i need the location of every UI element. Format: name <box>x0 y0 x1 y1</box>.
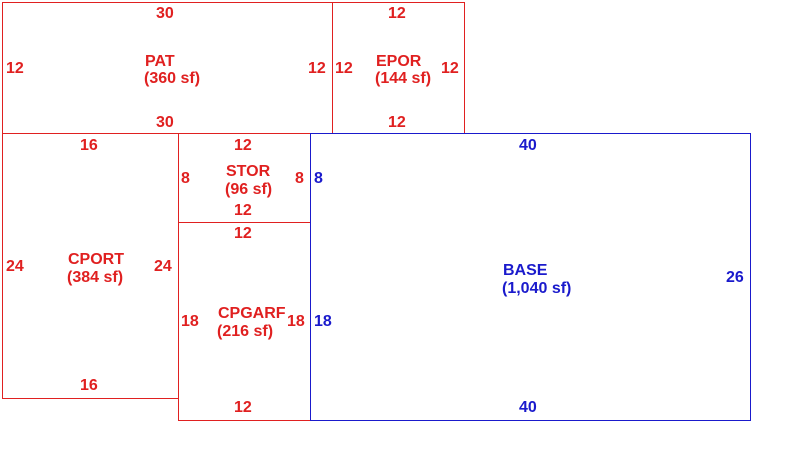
cpgarf-room-area: (216 sf) <box>217 323 274 340</box>
stor-top-dimension: 12 <box>234 137 252 154</box>
epor-room-area: (144 sf) <box>375 70 432 87</box>
base-left-lower-dimension: 18 <box>314 313 332 330</box>
epor-right-dimension: 12 <box>441 60 459 77</box>
cport-room-name: CPORT <box>68 251 124 268</box>
base-right-dimension: 26 <box>726 269 744 286</box>
epor-left-dimension: 12 <box>335 60 353 77</box>
cpgarf-left-dimension: 18 <box>181 313 199 330</box>
pat-left-dimension: 12 <box>6 60 24 77</box>
stor-room-area: (96 sf) <box>225 181 273 198</box>
base-top-dimension: 40 <box>519 137 537 154</box>
base-room-area: (1,040 sf) <box>502 280 572 297</box>
epor-bottom-dimension: 12 <box>388 114 406 131</box>
cpgarf-bottom-dimension: 12 <box>234 399 252 416</box>
pat-room-area: (360 sf) <box>144 70 201 87</box>
stor-left-dimension: 8 <box>181 170 190 187</box>
base-bottom-dimension: 40 <box>519 399 537 416</box>
pat-right-dimension: 12 <box>308 60 326 77</box>
base-room-outline <box>310 133 751 421</box>
cport-right-dimension: 24 <box>154 258 172 275</box>
base-room-name: BASE <box>503 262 548 279</box>
cpgarf-right-dimension: 18 <box>287 313 305 330</box>
epor-top-dimension: 12 <box>388 5 406 22</box>
cpgarf-room-name: CPGARF <box>218 305 286 322</box>
pat-top-dimension: 30 <box>156 5 174 22</box>
stor-right-dimension: 8 <box>295 170 304 187</box>
stor-bottom-dimension: 12 <box>234 202 252 219</box>
cpgarf-top-dimension: 12 <box>234 225 252 242</box>
pat-bottom-dimension: 30 <box>156 114 174 131</box>
cport-left-dimension: 24 <box>6 258 24 275</box>
cport-top-dimension: 16 <box>80 137 98 154</box>
cport-room-area: (384 sf) <box>67 269 124 286</box>
pat-room-name: PAT <box>145 53 175 70</box>
base-left-upper-dimension: 8 <box>314 170 323 187</box>
stor-room-name: STOR <box>226 163 271 180</box>
cport-bottom-dimension: 16 <box>80 377 98 394</box>
epor-room-name: EPOR <box>376 53 422 70</box>
